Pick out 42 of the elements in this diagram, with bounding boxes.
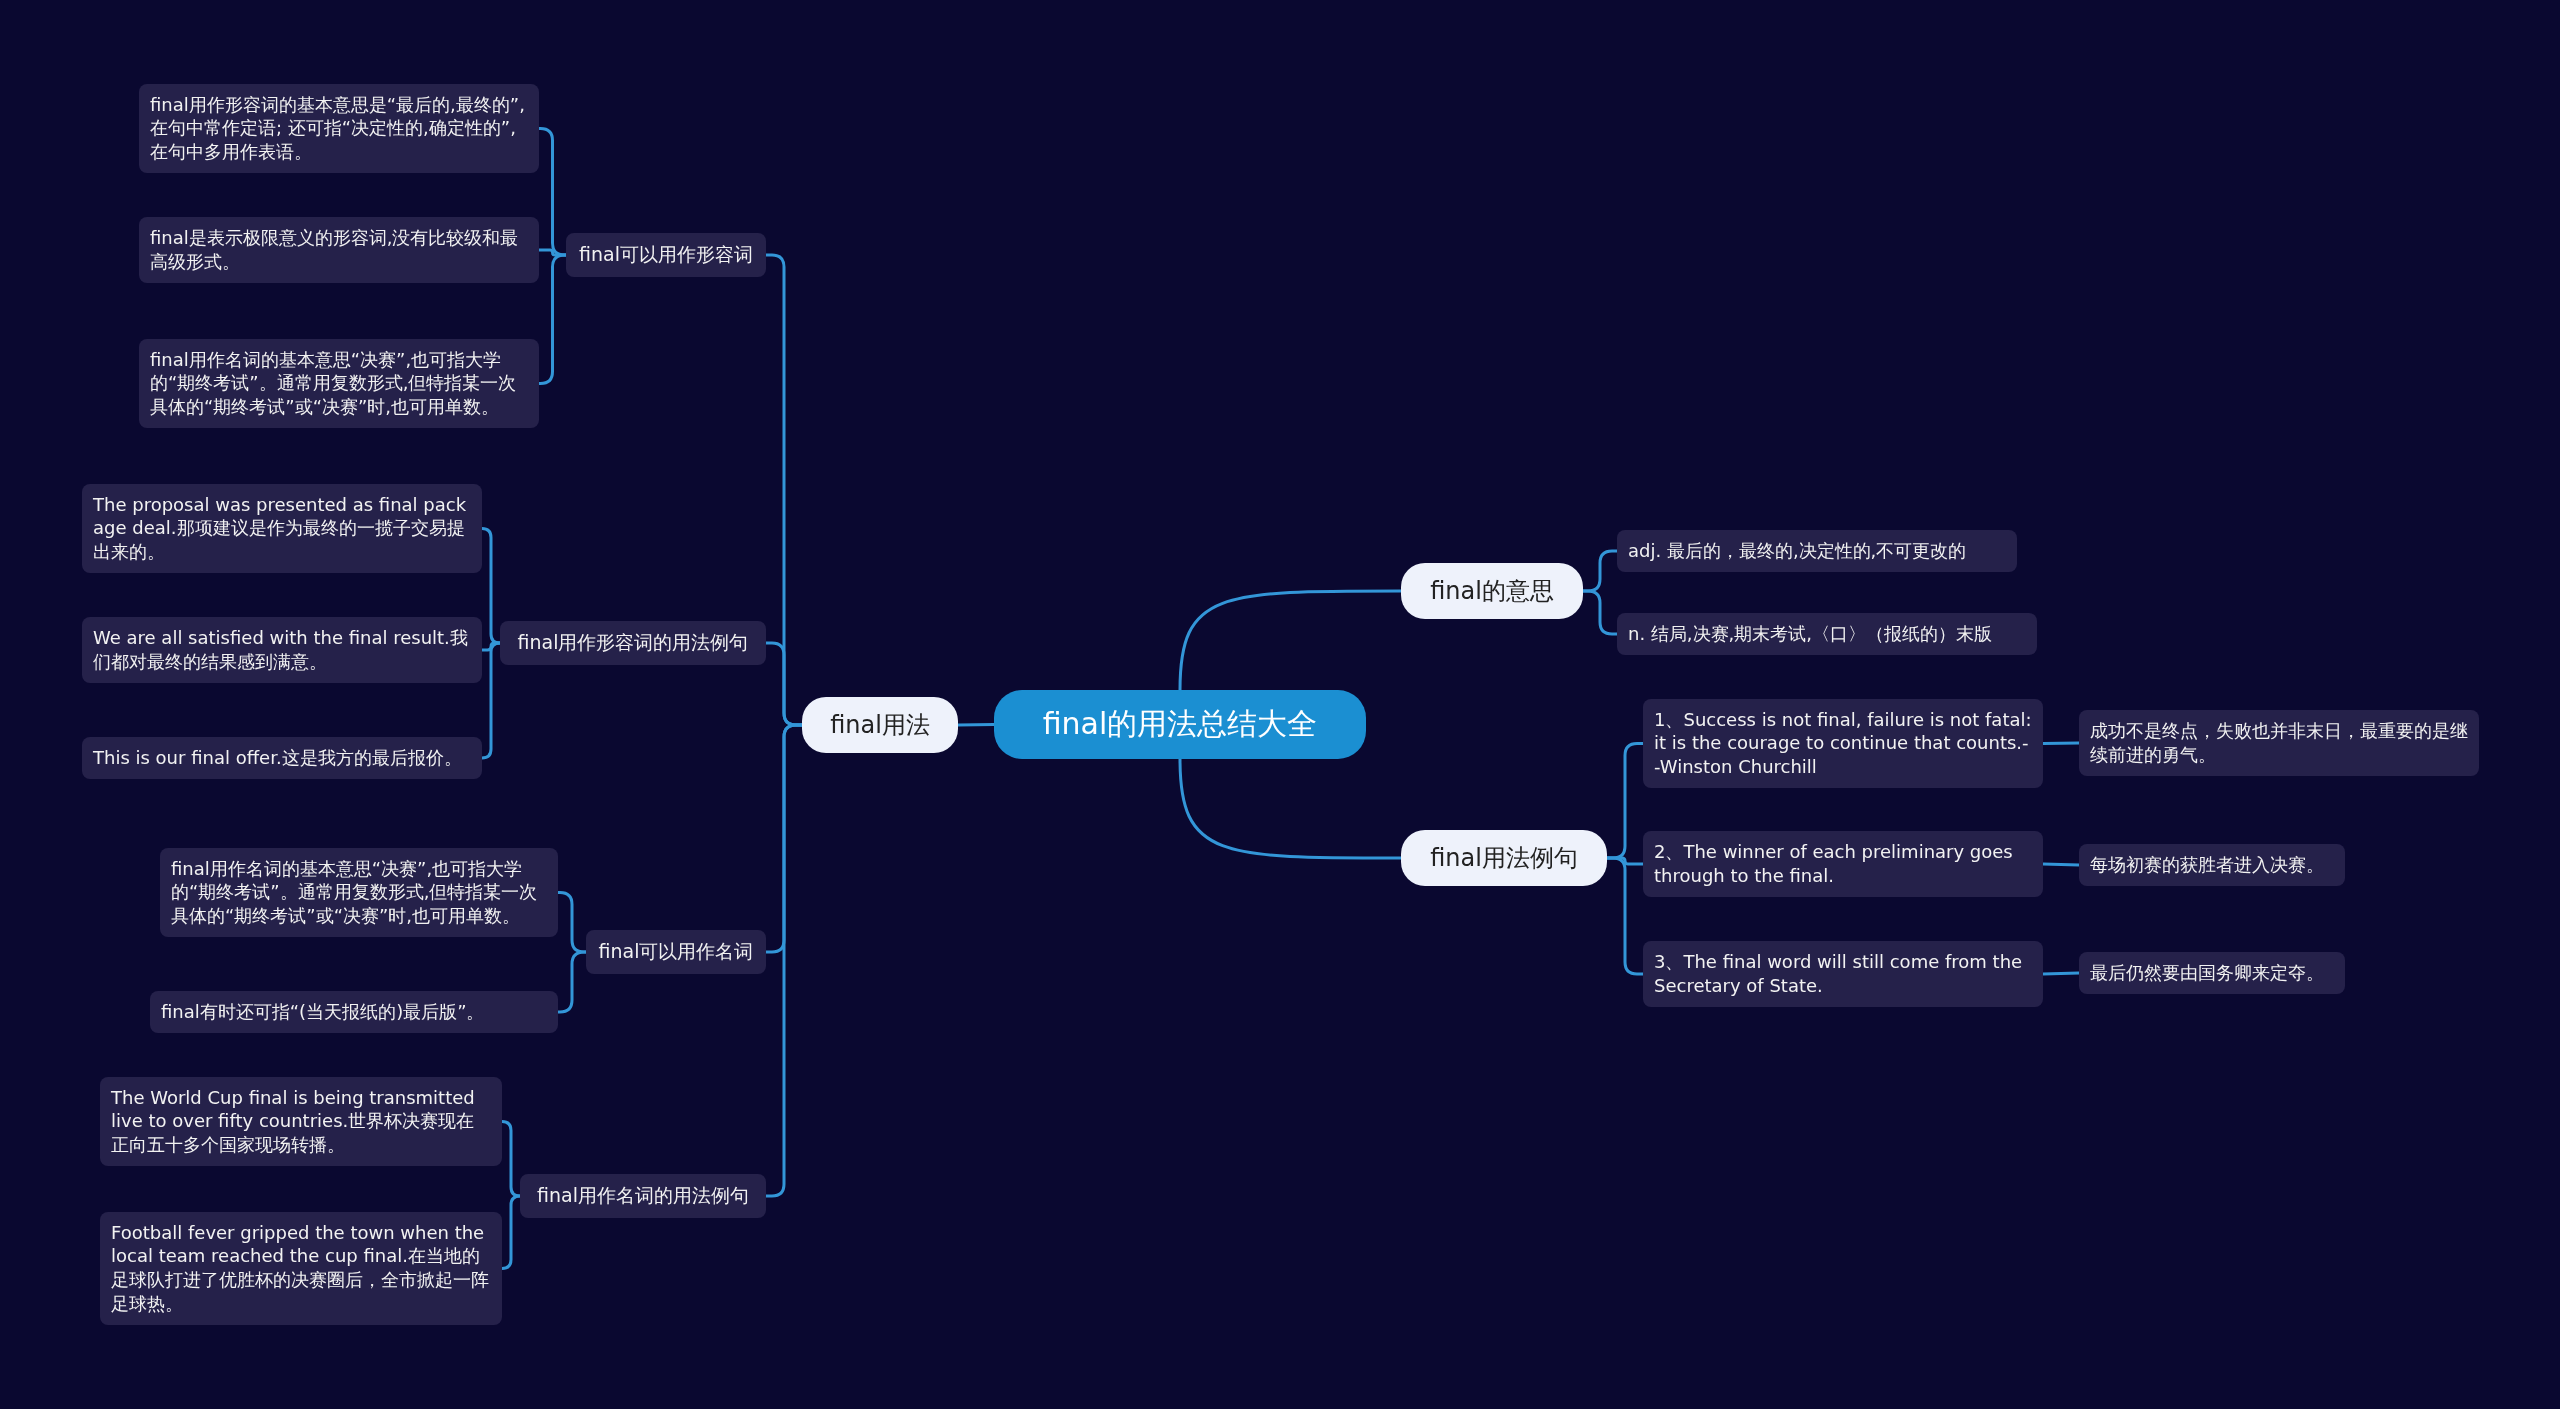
note-card: 2、The winner of each preliminary goes through to the final. [1643, 831, 2043, 897]
note-card: Football fever gripped the town when the local team reached the cup final.在当地的足球队打进了优胜杯的决赛圈后，全市掀起一阵足球热。 [100, 1211, 502, 1325]
subtopic-box: final用作形容词的用法例句 [500, 621, 766, 665]
note-card: final用作名词的基本意思“决赛”,也可指大学的“期终考试”。通常用复数形式,但特指某一次具体的“期终考试”或“决赛”时,也可用单数。 [160, 847, 558, 937]
note-card: The World Cup final is being transmitted live to over fifty countries.世界杯决赛现在正向五十多个国家现场转播。 [100, 1076, 502, 1166]
note-card: final用作名词的基本意思“决赛”,也可指大学的“期终考试”。通常用复数形式,但特指某一次具体的“期终考试”或“决赛”时,也可用单数。 [139, 338, 539, 428]
connector-line [480, 641, 502, 760]
subtopic-box: final用作名词的用法例句 [520, 1174, 766, 1218]
connector-line [538, 253, 567, 385]
connector-line [957, 723, 995, 727]
subtopic-box: final可以用作名词 [586, 930, 766, 974]
note-card: final是表示极限意义的形容词,没有比较级和最高级形式。 [139, 217, 539, 283]
note-card: 1、Success is not final, failure is not fatal: it is the courage to continue that counts.--Winston Churchill [1643, 698, 2043, 788]
connector-line [1178, 589, 1401, 691]
connector-line [480, 527, 502, 645]
connector-line [500, 1120, 522, 1198]
note-card: n. 结局,决赛,期末考试,〈口〉（报纸的）末版 [1617, 613, 2037, 655]
connector-line [2042, 862, 2080, 867]
note-card: The proposal was presented as final pack age deal.那项建议是作为最终的一揽子交易提出来的。 [82, 483, 482, 573]
note-card: This is our final offer.这是我方的最后报价。 [82, 737, 482, 779]
connector-line [557, 950, 587, 1014]
note-card: We are all satisfied with the final result.我们都对最终的结果感到满意。 [82, 617, 482, 683]
connector-line [538, 127, 567, 257]
connector-line [557, 891, 587, 954]
connector-line [500, 1194, 522, 1270]
note-card: final有时还可指“(当天报纸的)最后版”。 [150, 991, 558, 1033]
connector-line [2042, 971, 2080, 976]
central-topic: final的用法总结大全 [994, 689, 1366, 759]
subtopic-box: final可以用作形容词 [566, 233, 766, 277]
note-card: 每场初赛的获胜者进入决赛。 [2079, 844, 2345, 886]
topic-pill: final用法例句 [1401, 830, 1607, 886]
connector-line [1583, 589, 1617, 636]
connector-line [1178, 758, 1401, 860]
note-card: 最后仍然要由国务卿来定夺。 [2079, 952, 2345, 994]
connector-line [766, 723, 802, 1198]
topic-pill: final用法 [802, 697, 958, 753]
note-card: 成功不是终点，失败也并非末日，最重要的是继续前进的勇气。 [2079, 710, 2479, 776]
note-card: final用作形容词的基本意思是“最后的,最终的”,在句中常作定语; 还可指“决定性的,确定性的”,在句中多用作表语。 [139, 83, 539, 173]
connector-line [2042, 741, 2080, 745]
note-card: 3、The final word will still come from the Secretary of State. [1643, 941, 2043, 1007]
topic-pill: final的意思 [1401, 563, 1583, 619]
note-card: adj. 最后的，最终的,决定性的,不可更改的 [1617, 530, 2017, 572]
